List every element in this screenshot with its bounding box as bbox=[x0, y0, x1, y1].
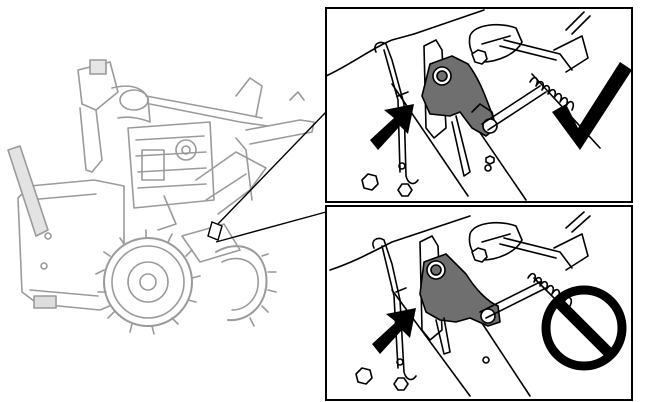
zoom-callout-lines bbox=[207, 111, 327, 243]
handle-bars bbox=[145, 77, 315, 145]
panel-incorrect bbox=[325, 205, 633, 401]
discharge-chute bbox=[77, 59, 151, 173]
drift-cutter bbox=[7, 145, 49, 237]
front-wheel bbox=[95, 229, 201, 335]
auger-housing bbox=[17, 179, 125, 311]
engine bbox=[127, 121, 215, 231]
control-rod bbox=[374, 41, 419, 185]
hex-nut bbox=[361, 49, 495, 197]
rear-wheel bbox=[215, 245, 277, 327]
prohibited-icon bbox=[541, 285, 627, 371]
pointer-arrow bbox=[372, 308, 416, 354]
bracket-bolt bbox=[426, 260, 446, 280]
panel-correct bbox=[325, 7, 633, 203]
checkmark-icon bbox=[552, 62, 632, 150]
spring-cable bbox=[481, 11, 591, 131]
linkage-arm bbox=[435, 308, 496, 355]
pointer-arrow bbox=[370, 104, 414, 150]
control-rod bbox=[372, 237, 417, 381]
hex-nut bbox=[355, 247, 490, 391]
bracket-bolt bbox=[432, 66, 452, 86]
snowblower-overview bbox=[7, 59, 315, 335]
